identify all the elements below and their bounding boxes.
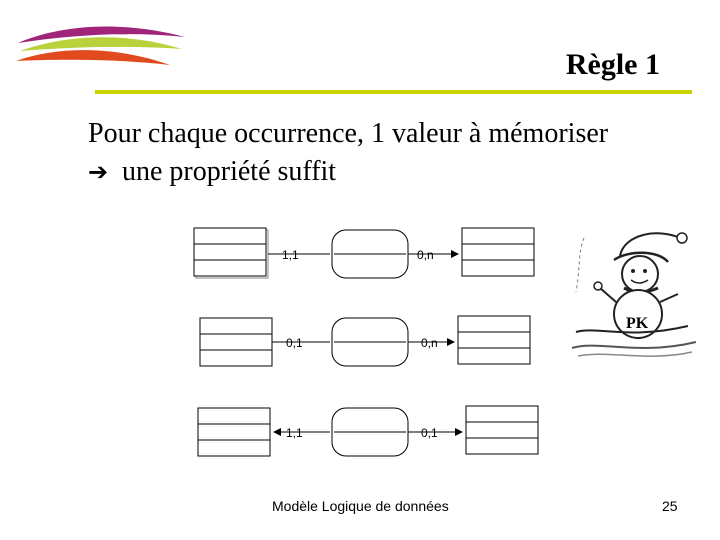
slide-title: Règle 1 [566,48,660,82]
cardinality-right: 0,n [417,248,434,262]
title-underline [95,90,692,94]
body-line-1: Pour chaque occurrence, 1 valeur à mémor… [88,118,608,150]
cardinality-left: 1,1 [282,248,299,262]
snowman-illustration: PK [568,222,700,362]
body-line-2-text: une propriété suffit [122,156,336,187]
page-number: 25 [662,498,678,514]
body-line-2: ➔une propriété suffit [88,156,336,188]
diagram-row-2: 0,1 0,n [200,316,530,366]
diagram-row-1: 1,1 0,n [194,228,534,278]
cardinality-right: 0,1 [421,426,438,440]
cardinality-left: 0,1 [286,336,303,350]
pk-label: PK [626,315,649,332]
cardinality-left: 1,1 [286,426,303,440]
right-arrow-icon: ➔ [88,158,122,186]
cardinality-right: 0,n [421,336,438,350]
mcd-diagram: 1,1 0,n 0,1 0,n 1,1 0,1 [190,222,550,462]
footer-title: Modèle Logique de données [272,498,449,514]
diagram-row-3: 1,1 0,1 [198,406,538,456]
logo-swoosh-icon [10,15,190,85]
